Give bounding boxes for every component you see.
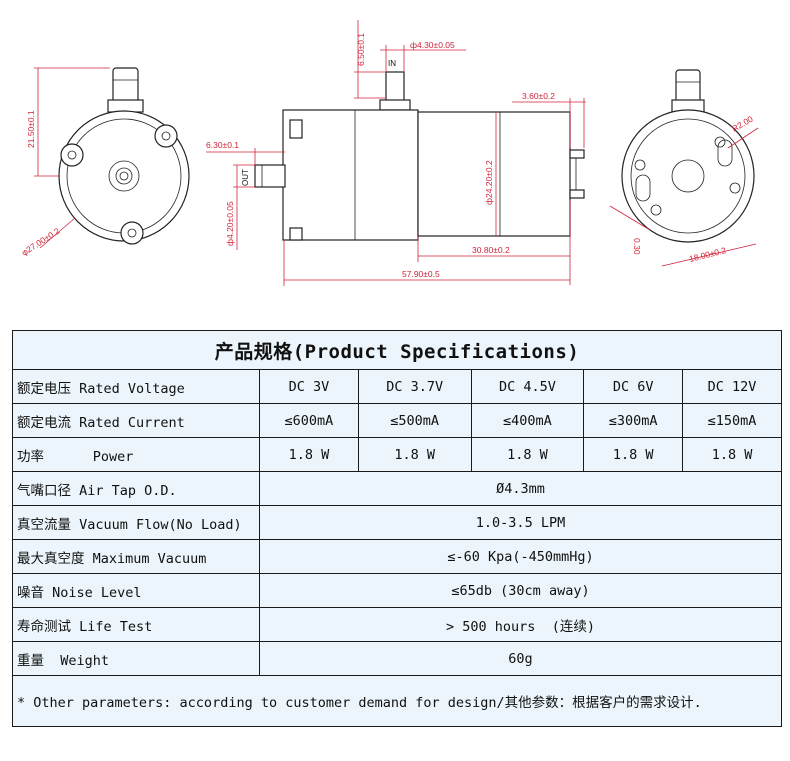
table-row: 气嘴口径 Air Tap O.D. Ø4.3mm xyxy=(12,471,782,506)
spec-title: 产品规格(Product Specifications) xyxy=(12,330,782,370)
spec-table: 产品规格(Product Specifications) 额定电压 Rated … xyxy=(12,330,782,727)
cell-value: ≤65db (30cm away) xyxy=(259,573,782,608)
row-label: 气嘴口径 Air Tap O.D. xyxy=(12,471,260,506)
dim-in-length: 6.50±0.1 xyxy=(356,33,366,66)
cell-value: DC 12V xyxy=(682,369,782,404)
cell-value: 1.8 W xyxy=(682,437,782,472)
table-row: 真空流量 Vacuum Flow(No Load) 1.0-3.5 LPM xyxy=(12,505,782,540)
table-row: 寿命测试 Life Test > 500 hours (连续) xyxy=(12,607,782,642)
row-label: 最大真空度 Maximum Vacuum xyxy=(12,539,260,574)
cell-value: 60g xyxy=(259,641,782,676)
cell-value: DC 3V xyxy=(259,369,359,404)
dim-motor-dia: ф24.20±0.2 xyxy=(484,160,494,205)
cell-value: DC 4.5V xyxy=(470,369,585,404)
note-row: * Other parameters: according to custome… xyxy=(12,675,782,727)
row-label: 额定电流 Rated Current xyxy=(12,403,260,438)
dim-motor-length: 30.80±0.2 xyxy=(472,245,510,255)
dim-front-dia: φ27.00±0.2 xyxy=(20,226,62,258)
cell-value: 1.0-3.5 LPM xyxy=(259,505,782,540)
cell-value: 1.8 W xyxy=(357,437,472,472)
dim-in-dia: ф4.30±0.05 xyxy=(410,40,455,50)
row-label: 真空流量 Vacuum Flow(No Load) xyxy=(12,505,260,540)
cell-value: ≤500mA xyxy=(357,403,472,438)
side-view: OUT IN 6.50±0.1 ф4.30±0.05 6.30±0.1 ф4.2… xyxy=(206,20,586,286)
cell-value: DC 3.7V xyxy=(357,369,472,404)
dim-rear-small: 0.30 xyxy=(632,238,642,255)
cell-value: 1.8 W xyxy=(259,437,359,472)
dim-terminal: 3.60±0.2 xyxy=(522,91,555,101)
cell-value: 1.8 W xyxy=(583,437,684,472)
cell-value: Ø4.3mm xyxy=(259,471,782,506)
table-row: 噪音 Noise Level ≤65db (30cm away) xyxy=(12,573,782,608)
cell-value: DC 6V xyxy=(583,369,684,404)
rear-view: R2.00 0.30 18.00±0.2 xyxy=(609,69,759,267)
dim-out-dia: ф4.20±0.05 xyxy=(225,201,235,246)
cell-value: ≤600mA xyxy=(259,403,359,438)
row-label: 寿命测试 Life Test xyxy=(12,607,260,642)
row-label: 噪音 Noise Level xyxy=(12,573,260,608)
front-view: 21.50±0.1 φ27.00±0.2 xyxy=(20,67,190,258)
technical-drawing: 21.50±0.1 φ27.00±0.2 OUT IN 6.50±0.1 ф4 xyxy=(20,20,759,286)
dim-total-length: 57.90±0.5 xyxy=(402,269,440,279)
dim-front-height: 21.50±0.1 xyxy=(26,110,36,148)
spec-title-row: 产品规格(Product Specifications) xyxy=(12,330,782,370)
cell-value: ≤400mA xyxy=(470,403,585,438)
table-row: 重量 Weight 60g xyxy=(12,641,782,676)
dim-rear-r: R2.00 xyxy=(730,114,755,134)
out-label: OUT xyxy=(241,169,250,186)
row-label: 重量 Weight xyxy=(12,641,260,676)
dim-rear-spacing: 18.00±0.2 xyxy=(688,245,727,264)
row-label: 额定电压 Rated Voltage xyxy=(12,369,260,404)
spec-note: * Other parameters: according to custome… xyxy=(12,675,782,727)
cell-value: ≤300mA xyxy=(583,403,684,438)
row-label: 功率 Power xyxy=(12,437,260,472)
table-row: 额定电流 Rated Current ≤600mA ≤500mA ≤400mA … xyxy=(12,403,782,438)
table-row: 最大真空度 Maximum Vacuum ≤-60 Kpa(-450mmHg) xyxy=(12,539,782,574)
in-label: IN xyxy=(388,59,396,68)
table-row: 功率 Power 1.8 W 1.8 W 1.8 W 1.8 W 1.8 W xyxy=(12,437,782,472)
cell-value: ≤150mA xyxy=(682,403,782,438)
dim-out-length: 6.30±0.1 xyxy=(206,140,239,150)
cell-value: 1.8 W xyxy=(470,437,585,472)
cell-value: ≤-60 Kpa(-450mmHg) xyxy=(259,539,782,574)
table-row: 额定电压 Rated Voltage DC 3V DC 3.7V DC 4.5V… xyxy=(12,369,782,404)
cell-value: > 500 hours (连续) xyxy=(259,607,782,642)
